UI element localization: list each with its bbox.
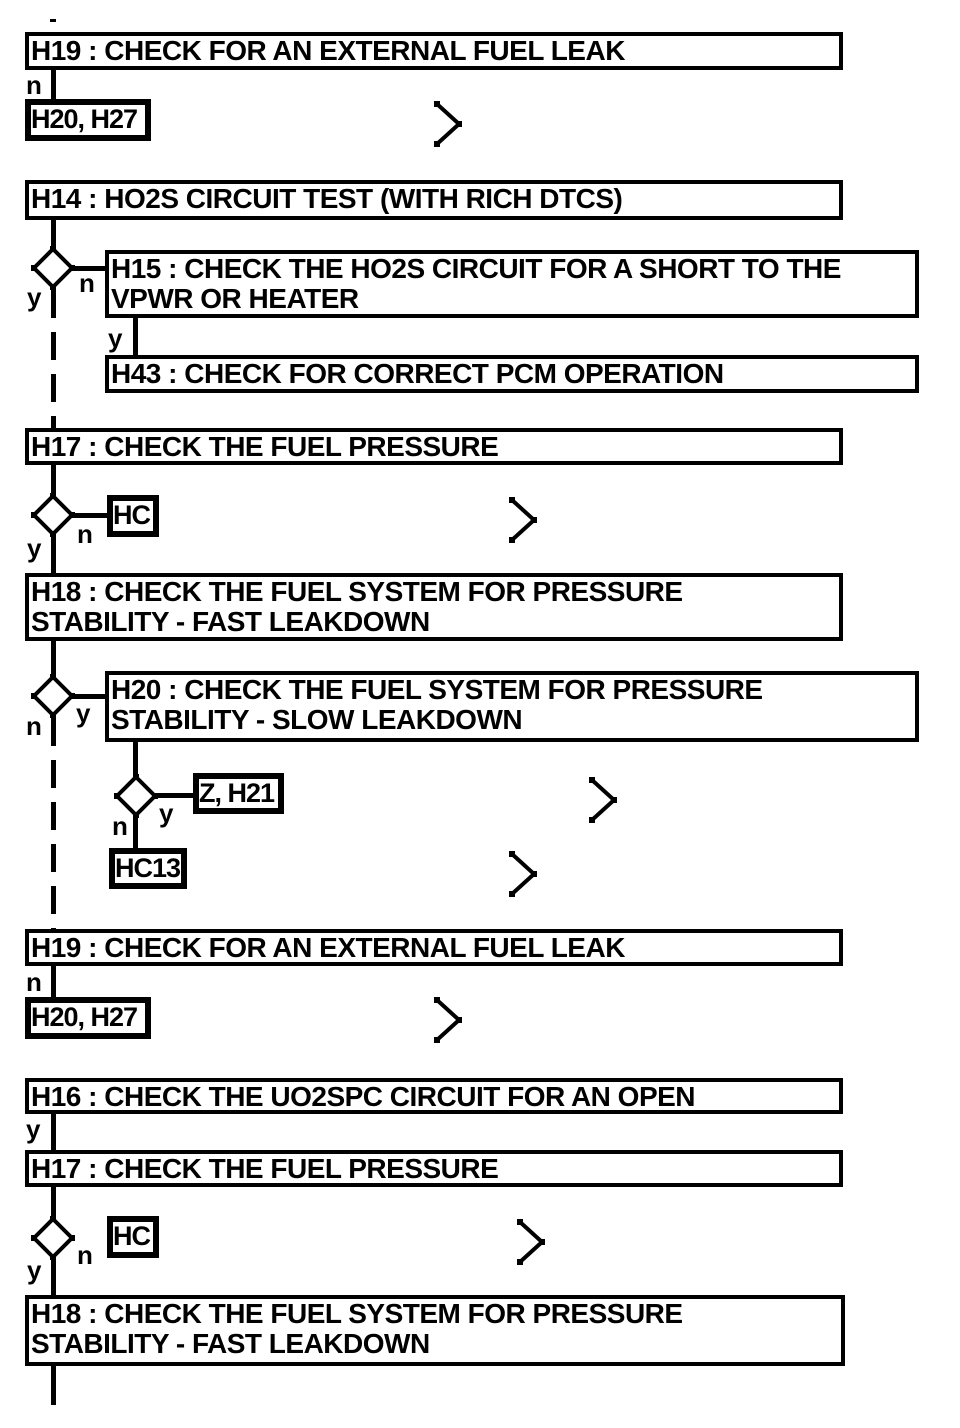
dashed-flow-line (51, 290, 56, 430)
decision-diamond-icon (30, 492, 76, 543)
result-box-h20-h27-top: H20, H27 (25, 99, 151, 141)
decision-diamond-icon (30, 673, 76, 724)
continue-chevron-icon (508, 850, 538, 903)
step-box-h14: H14 : HO2S CIRCUIT TEST (WITH RICH DTCS) (25, 180, 843, 220)
flow-line (71, 266, 107, 271)
flow-line (133, 316, 138, 357)
branch-label-yes: y (159, 798, 174, 828)
result-box-z-h21: Z, H21 (193, 773, 284, 814)
step-box-h18-lower: H18 : CHECK THE FUEL SYSTEM FOR PRESSURE… (25, 1295, 845, 1366)
continue-chevron-icon (588, 776, 618, 829)
flow-line (71, 694, 107, 699)
dashed-flow-line (51, 718, 56, 931)
branch-label-yes: y (27, 1255, 42, 1285)
result-box-hc-lower: HC (107, 1216, 159, 1258)
branch-label-no: n (79, 268, 95, 298)
branch-label-no: n (112, 811, 128, 841)
step-box-h15: H15 : CHECK THE HO2S CIRCUIT FOR A SHORT… (105, 250, 919, 318)
branch-label-no: n (26, 711, 42, 741)
flow-line (51, 1185, 56, 1218)
continue-chevron-icon (516, 1218, 546, 1271)
flow-line (51, 964, 56, 999)
continue-chevron-icon (433, 100, 463, 153)
dashed-line-stub (50, 19, 56, 22)
branch-label-yes: y (108, 323, 123, 353)
step-box-h19-top: H19 : CHECK FOR AN EXTERNAL FUEL LEAK (25, 32, 843, 70)
flow-line (51, 68, 56, 101)
continue-chevron-icon (433, 996, 463, 1049)
step-box-h16: H16 : CHECK THE UO2SPC CIRCUIT FOR AN OP… (25, 1078, 843, 1114)
flow-line (51, 218, 56, 249)
flow-line (51, 1112, 56, 1152)
result-box-h20-h27-lower: H20, H27 (25, 997, 151, 1039)
step-box-h43: H43 : CHECK FOR CORRECT PCM OPERATION (105, 355, 919, 393)
flow-line (133, 816, 138, 850)
branch-label-yes: y (26, 1114, 41, 1144)
flow-line (133, 740, 138, 776)
result-box-hc13: HC13 (109, 848, 187, 889)
branch-label-no: n (77, 1240, 93, 1270)
flow-line (51, 1364, 56, 1405)
flow-line (51, 639, 56, 677)
branch-label-yes: y (76, 698, 91, 728)
branch-label-no: n (77, 519, 93, 549)
flow-line (51, 463, 56, 495)
continue-chevron-icon (508, 496, 538, 549)
result-box-hc-upper: HC (107, 495, 159, 537)
branch-label-yes: y (27, 533, 42, 563)
decision-diamond-icon (30, 245, 76, 296)
decision-diamond-icon (30, 1215, 76, 1266)
step-box-h18-upper: H18 : CHECK THE FUEL SYSTEM FOR PRESSURE… (25, 573, 843, 641)
step-box-h19-lower: H19 : CHECK FOR AN EXTERNAL FUEL LEAK (25, 929, 843, 966)
step-box-h17-upper: H17 : CHECK THE FUEL PRESSURE (25, 428, 843, 465)
branch-label-no: n (26, 70, 42, 100)
flow-line (51, 1257, 56, 1297)
step-box-h20-slow: H20 : CHECK THE FUEL SYSTEM FOR PRESSURE… (105, 671, 919, 742)
flow-line (51, 535, 56, 575)
branch-label-yes: y (27, 282, 42, 312)
flow-line (71, 513, 107, 518)
step-box-h17-lower: H17 : CHECK THE FUEL PRESSURE (25, 1150, 843, 1187)
branch-label-no: n (26, 967, 42, 997)
decision-diamond-icon (113, 773, 159, 824)
flow-line (154, 793, 195, 798)
